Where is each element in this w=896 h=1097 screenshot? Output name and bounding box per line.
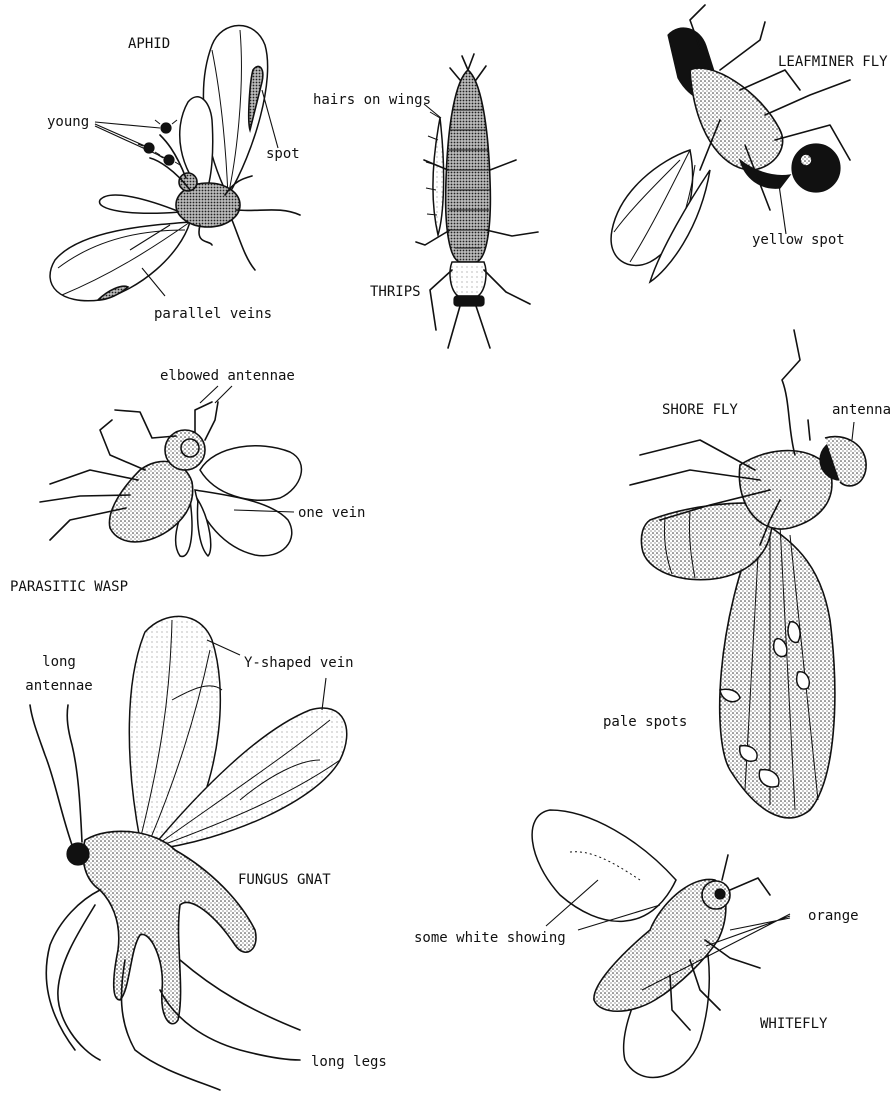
shore-fly-name-label: SHORE FLY (662, 402, 738, 418)
thrips-drawing (416, 54, 538, 348)
parasitic-wasp-one-vein-label: one vein (298, 505, 365, 521)
aphid-name-label: APHID (128, 36, 170, 52)
fungus-gnat-y-shaped-vein-label: Y-shaped vein (244, 655, 354, 671)
parasitic-wasp-drawing (40, 386, 301, 556)
aphid-parallel-veins-label: parallel veins (154, 306, 272, 322)
whitefly-name-label: WHITEFLY (760, 1016, 827, 1032)
aphid-young-label: young (47, 114, 89, 130)
thrips-name-label: THRIPS (370, 284, 421, 300)
fungus-gnat-name-label: FUNGUS GNAT (238, 872, 331, 888)
fungus-gnat-long-legs-label: long legs (311, 1054, 387, 1070)
parasitic-wasp-elbowed-antennae-label: elbowed antennae (160, 368, 295, 384)
whitefly-orange-label: orange (808, 908, 859, 924)
fungus-gnat-long-antennae-label: long antennae (24, 650, 94, 698)
whitefly-drawing (532, 810, 790, 1077)
leafminer-fly-yellow-spot-label: yellow spot (752, 232, 845, 248)
whitefly-some-white-showing-label: some white showing (414, 930, 566, 946)
aphid-drawing (50, 25, 300, 300)
leafminer-fly-name-label: LEAFMINER FLY (778, 54, 888, 70)
shore-fly-antenna-label: antenna (832, 402, 891, 418)
shore-fly-pale-spots-label: pale spots (603, 714, 687, 730)
aphid-spot-label: spot (266, 146, 300, 162)
parasitic-wasp-name-label: PARASITIC WASP (10, 579, 128, 595)
thrips-hairs-label: hairs on wings (313, 92, 431, 108)
